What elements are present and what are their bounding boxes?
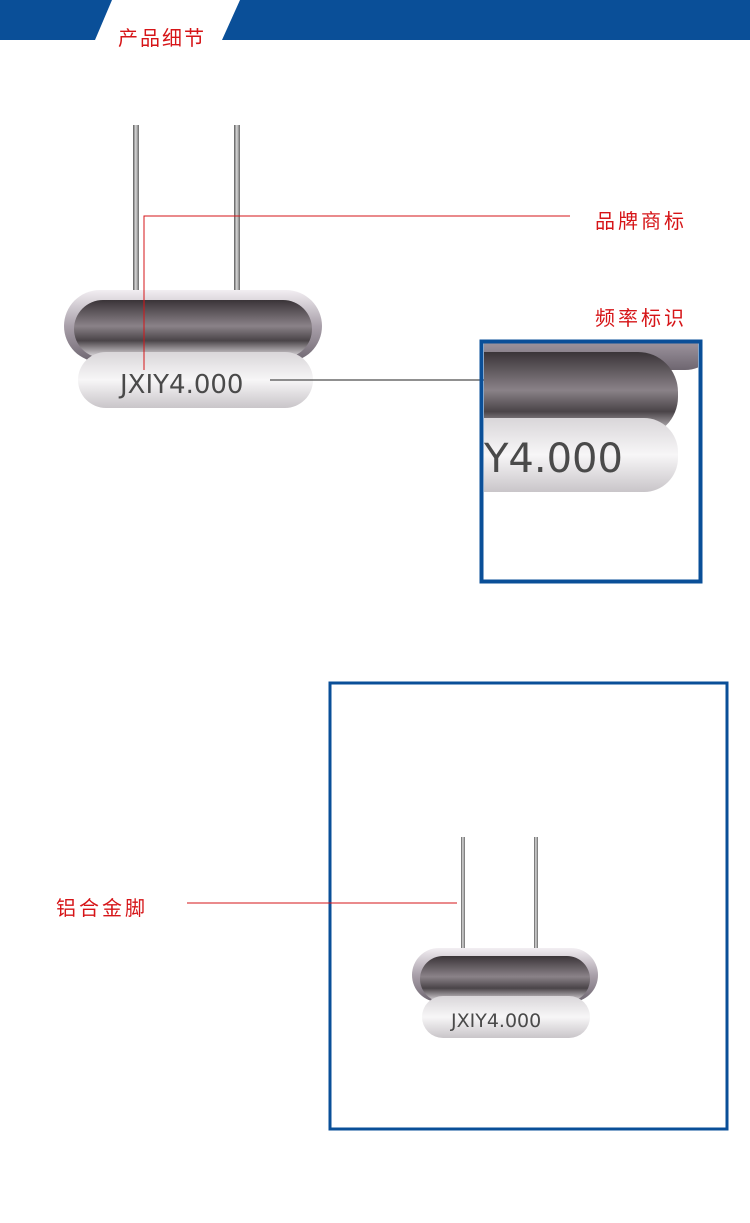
header-band: [0, 0, 750, 40]
crystal-top: JXIY4.000: [64, 125, 322, 408]
lead-left-small: [461, 837, 465, 955]
zoom-inset-frame: [479, 339, 703, 584]
callout-brand-logo: 品牌商标: [595, 209, 687, 233]
section-title: 产品细节: [118, 26, 206, 50]
lead-right: [234, 125, 240, 305]
lead-left: [133, 125, 139, 305]
callout-alloy-leads: 铝合金脚: [56, 896, 148, 920]
frequency-marking-small: JXIY4.000: [450, 1010, 541, 1032]
brand-leader-line: [143, 215, 570, 370]
zoom-inset-content: Y4.000: [483, 343, 698, 492]
callout-frequency-mark: 频率标识: [595, 306, 687, 330]
lead-right-small: [534, 837, 538, 955]
frequency-marking: JXIY4.000: [118, 370, 243, 400]
zoom-frequency-marking: Y4.000: [483, 436, 623, 482]
detail-frame: [328, 681, 729, 1131]
crystal-bottom: JXIY4.000: [412, 837, 598, 1038]
